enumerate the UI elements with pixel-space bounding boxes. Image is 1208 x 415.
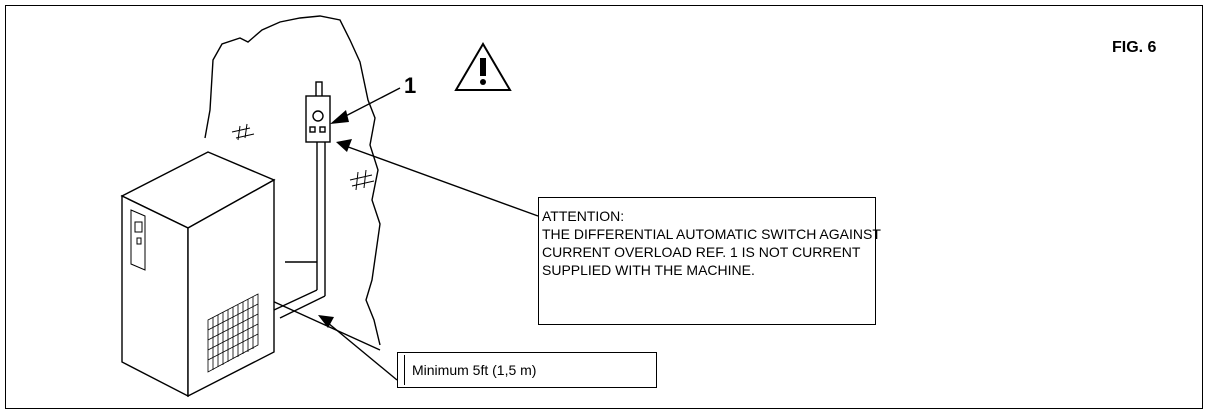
warning-triangle-icon bbox=[454, 42, 512, 91]
minimum-distance-note: Minimum 5ft (1,5 m) bbox=[397, 352, 657, 388]
attention-line: CURRENT OVERLOAD REF. 1 IS NOT CURRENT bbox=[542, 244, 861, 260]
dryer-control-panel bbox=[130, 209, 146, 271]
attention-note: ATTENTION: THE DIFFERENTIAL AUTOMATIC SW… bbox=[538, 197, 881, 325]
wall-outline bbox=[204, 15, 381, 346]
minimum-distance-label: Minimum 5ft (1,5 m) bbox=[412, 362, 537, 378]
leader-arrows bbox=[321, 87, 539, 381]
callout-number: 1 bbox=[404, 73, 417, 98]
cable-conduit bbox=[269, 142, 381, 351]
attention-line: SUPPLIED WITH THE MACHINE. bbox=[542, 262, 755, 278]
attention-line: ATTENTION: bbox=[542, 208, 625, 224]
dryer-vent-grille bbox=[207, 293, 259, 373]
dryer-unit bbox=[120, 151, 276, 398]
attention-line: THE DIFFERENTIAL AUTOMATIC SWITCH AGAINS… bbox=[542, 226, 881, 242]
differential-switch bbox=[305, 81, 331, 143]
figure-label: FIG. 6 bbox=[1112, 39, 1157, 56]
arrowheads bbox=[318, 110, 352, 328]
wall-hatch bbox=[231, 123, 375, 191]
figure-frame bbox=[5, 5, 1203, 409]
